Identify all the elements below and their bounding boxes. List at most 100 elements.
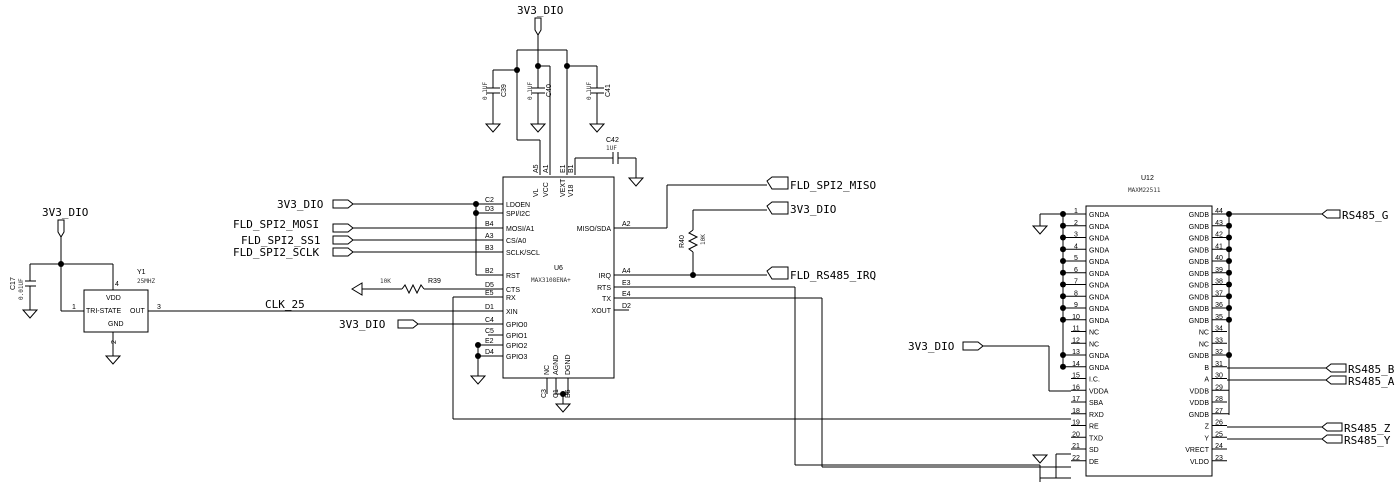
pin-number: D4 [485, 349, 494, 356]
pin-name: GNDB [1189, 236, 1210, 243]
ground-icon [1031, 454, 1049, 464]
pin-name: GNDA [1089, 236, 1110, 243]
pin-number: C2 [485, 197, 494, 204]
pin-name: AGND [553, 355, 560, 375]
pin-name: GNDA [1089, 318, 1110, 325]
label-rs485-z: RS485_Z [1344, 422, 1391, 435]
r40-ref: R40 [679, 235, 686, 248]
pin-name: VDDB [1190, 400, 1210, 407]
ground-icon [1031, 225, 1049, 235]
y1-pin-2: 2 [111, 340, 118, 344]
pin-name: VDDB [1190, 388, 1210, 395]
u12-pin-15: 15I.C. [1071, 373, 1100, 384]
pin-number: 6 [1074, 267, 1078, 274]
u12-right-nets: RS485_G RS485_B RS485_A RS485_Z RS485_Y [1227, 209, 1395, 447]
pin-number: B2 [485, 268, 494, 275]
c3-ref: C3 [541, 389, 548, 398]
pin-name: VDDA [1089, 388, 1109, 395]
ground-icon [21, 309, 39, 319]
c17-ref: C17 [10, 277, 17, 290]
pin-number: 7 [1074, 279, 1078, 286]
pin-name: GPIO1 [506, 333, 528, 340]
pin-name: DGND [565, 354, 572, 375]
pin-number: D5 [485, 282, 494, 289]
c17-value: 0.01UF [18, 278, 25, 300]
pin-name: GNDA [1089, 224, 1110, 231]
u12-body [1085, 205, 1213, 477]
pin-number: 39 [1215, 267, 1223, 274]
pin-number: B4 [485, 221, 494, 228]
label-miso: FLD_SPI2_MISO [790, 179, 876, 192]
pin-name: NC [1089, 330, 1099, 337]
pin-number: 31 [1215, 361, 1223, 368]
pin-number: 5 [1074, 255, 1078, 262]
pin-name: VCC [543, 182, 550, 197]
port-3v3-c2 [332, 199, 354, 209]
ground-icon [588, 123, 606, 133]
pin-number: 10 [1072, 314, 1080, 321]
pin-number: E4 [622, 291, 631, 298]
pin-number: D1 [485, 304, 494, 311]
pin-name: NC [1199, 330, 1209, 337]
pin-number: E1 [560, 164, 567, 173]
pin-number: 43 [1215, 220, 1223, 227]
pin-number: A5 [533, 164, 540, 173]
pin-number: 27 [1215, 408, 1223, 415]
pin-name: IRQ [599, 273, 612, 280]
label-ss1: FLD_SPI2_SS1 [241, 234, 320, 247]
pin-number: 42 [1215, 232, 1223, 239]
pin-name: GNDA [1089, 365, 1110, 372]
u6-ref: U6 [554, 265, 563, 272]
pin-number: 28 [1215, 396, 1223, 403]
pin-number: 32 [1215, 349, 1223, 356]
pin-name: LDOEN [506, 202, 530, 209]
power-label-top: 3V3_DIO [517, 4, 563, 17]
pin-number: 30 [1215, 373, 1223, 380]
label-3v3-y1: 3V3_DIO [42, 206, 88, 219]
power-port-top [534, 17, 542, 36]
pin-name: GPIO0 [506, 322, 528, 329]
y1-pin-vdd: VDD [106, 295, 121, 302]
y1-part: 25MHZ [137, 278, 155, 285]
pin-name: SCLK/SCL [506, 250, 540, 257]
pin-number: 22 [1072, 455, 1080, 462]
c41-value: 0.1UF [586, 82, 593, 100]
label-rs485-a: RS485_A [1348, 375, 1395, 388]
u12-pin-26: 26Z [1205, 420, 1227, 431]
pin-number: 41 [1215, 243, 1223, 250]
y1-pin-gnd: GND [108, 321, 124, 328]
pin-name: Y [1204, 435, 1209, 442]
pin-name: RST [506, 273, 521, 280]
label-rs485-y: RS485_Y [1344, 434, 1391, 447]
ground-icon [529, 123, 547, 133]
pin-number: 1 [1074, 208, 1078, 215]
pin-name: RTS [597, 285, 611, 292]
pin-name: CS/A0 [506, 238, 526, 245]
pin-number: 35 [1215, 314, 1223, 321]
pin-name: GNDB [1189, 259, 1210, 266]
pin-name: RE [1089, 424, 1099, 431]
label-3v3-r40: 3V3_DIO [790, 203, 836, 216]
pin-name: MOSI/A1 [506, 226, 535, 233]
pin-name: VL [533, 188, 540, 197]
label-clk: CLK_25 [265, 298, 305, 311]
u12-chip: U12 MAXM22511 1GNDA2GNDA3GNDA4GNDA5GNDA6… [1060, 175, 1232, 477]
pin-number: 2 [1074, 220, 1078, 227]
